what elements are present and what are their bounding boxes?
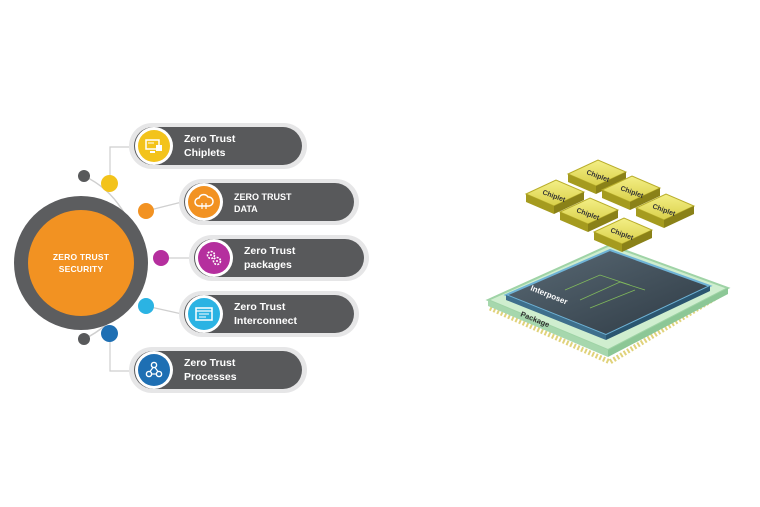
network-people-icon	[138, 354, 170, 386]
chiplet-package-illustration: Interposer Package Chiplet Chiplet Chi	[485, 159, 731, 365]
chiplet-2: Chiplet	[524, 179, 586, 214]
chiplet-3: Chiplet	[600, 175, 662, 210]
item-dot-data	[138, 203, 154, 219]
chiplet-6: Chiplet	[592, 217, 654, 252]
pill-body: ZERO TRUST DATA	[184, 183, 354, 221]
item-label: Zero Trust Processes	[184, 357, 237, 383]
grey-end-dot-bottom	[78, 333, 90, 345]
chiplet-5: Chiplet	[634, 193, 696, 228]
pill-zero-trust-interconnect: Zero Trust Interconnect	[179, 291, 359, 337]
pill-body: Zero Trust Interconnect	[184, 295, 354, 333]
item-label: ZERO TRUST DATA	[234, 192, 292, 214]
pill-body: Zero Trust packages	[194, 239, 364, 277]
chip-monitor-icon	[138, 130, 170, 162]
cloud-data-icon	[188, 186, 220, 218]
pill-body: Zero Trust Processes	[134, 351, 302, 389]
pill-body: Zero Trust Chiplets	[134, 127, 302, 165]
pill-zero-trust-processes: Zero Trust Processes	[129, 347, 307, 393]
gears-icon	[198, 242, 230, 274]
pill-zero-trust-chiplets: Zero Trust Chiplets	[129, 123, 307, 169]
chiplet-4: Chiplet	[558, 197, 620, 232]
grey-end-dot-top	[78, 170, 90, 182]
item-dot-packages	[153, 250, 169, 266]
zero-trust-security-hub: ZERO TRUST SECURITY	[28, 210, 134, 316]
item-label: Zero Trust Chiplets	[184, 133, 236, 159]
pill-zero-trust-packages: Zero Trust packages	[189, 235, 369, 281]
pill-zero-trust-data: ZERO TRUST DATA	[179, 179, 359, 225]
browser-window-icon	[188, 298, 220, 330]
item-dot-interconnect	[138, 298, 154, 314]
item-dot-chiplets	[101, 175, 118, 192]
chiplet-array: Chiplet Chiplet Chiplet Chiplet	[524, 159, 696, 252]
item-dot-processes	[101, 325, 118, 342]
hub-label: ZERO TRUST SECURITY	[52, 252, 110, 274]
item-label: Zero Trust Interconnect	[234, 301, 298, 327]
item-label: Zero Trust packages	[244, 245, 296, 271]
chiplet-1: Chiplet	[566, 159, 628, 194]
